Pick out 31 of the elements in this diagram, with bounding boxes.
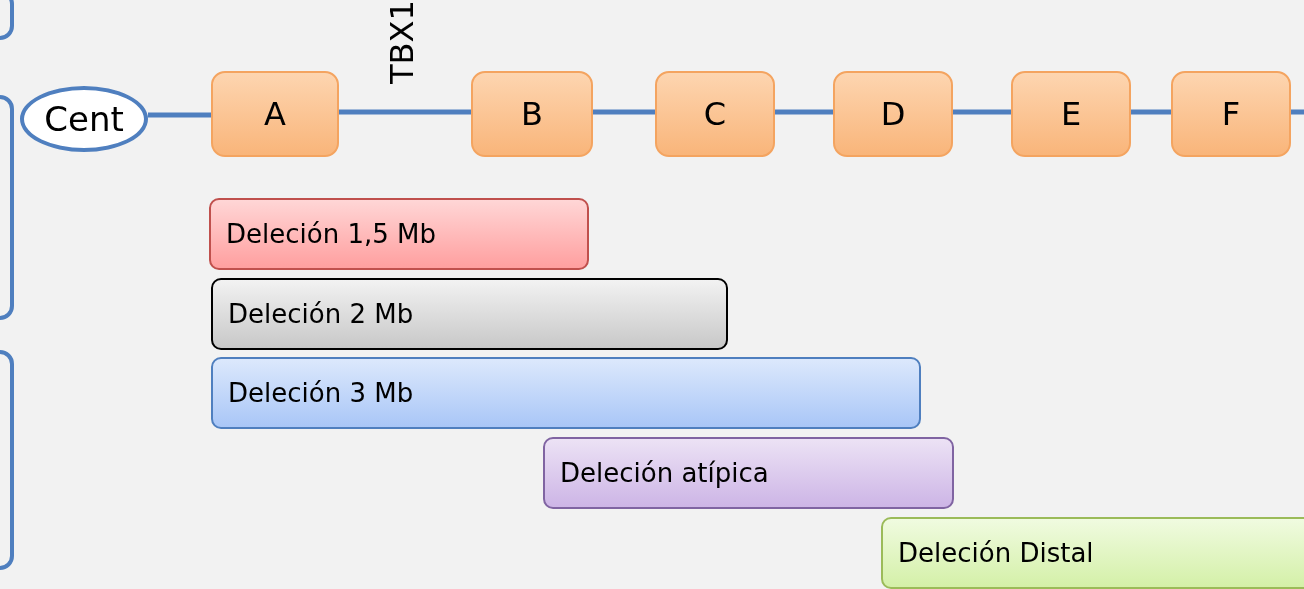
deletion-bar bbox=[211, 278, 728, 350]
locus-label: F bbox=[1221, 95, 1241, 133]
gene-label: TBX1 bbox=[384, 0, 420, 86]
locus-box bbox=[833, 71, 953, 157]
deletion-label: Deleción 3 Mb bbox=[228, 378, 414, 408]
chromosome-line bbox=[593, 109, 655, 115]
deletion-bar bbox=[543, 437, 954, 509]
chromosome-line bbox=[148, 112, 211, 118]
deletion-bar bbox=[211, 357, 921, 429]
locus-box bbox=[471, 71, 593, 157]
chromosome-line bbox=[953, 109, 1011, 115]
locus-box bbox=[1171, 71, 1291, 157]
locus-box bbox=[211, 71, 339, 157]
deletion-label: Deleción 1,5 Mb bbox=[226, 219, 436, 249]
locus-box bbox=[655, 71, 775, 157]
locus-label: C bbox=[703, 95, 727, 133]
locus-label: D bbox=[880, 95, 906, 133]
deletion-label: Deleción 2 Mb bbox=[228, 299, 414, 329]
deletion-bar bbox=[209, 198, 589, 270]
chromosome-line bbox=[1131, 109, 1171, 115]
locus-label: Cent bbox=[44, 99, 124, 139]
deletion-label: Deleción atípica bbox=[560, 458, 769, 488]
deletion-bar bbox=[881, 517, 1304, 589]
locus-label: B bbox=[521, 95, 543, 133]
chromosome-line bbox=[1291, 109, 1304, 115]
chromosome-line bbox=[339, 109, 471, 115]
locus-box bbox=[1011, 71, 1131, 157]
locus-label: E bbox=[1060, 95, 1082, 133]
locus-label: A bbox=[264, 95, 286, 133]
chromosome-line bbox=[775, 109, 833, 115]
deletion-label: Deleción Distal bbox=[898, 538, 1094, 568]
